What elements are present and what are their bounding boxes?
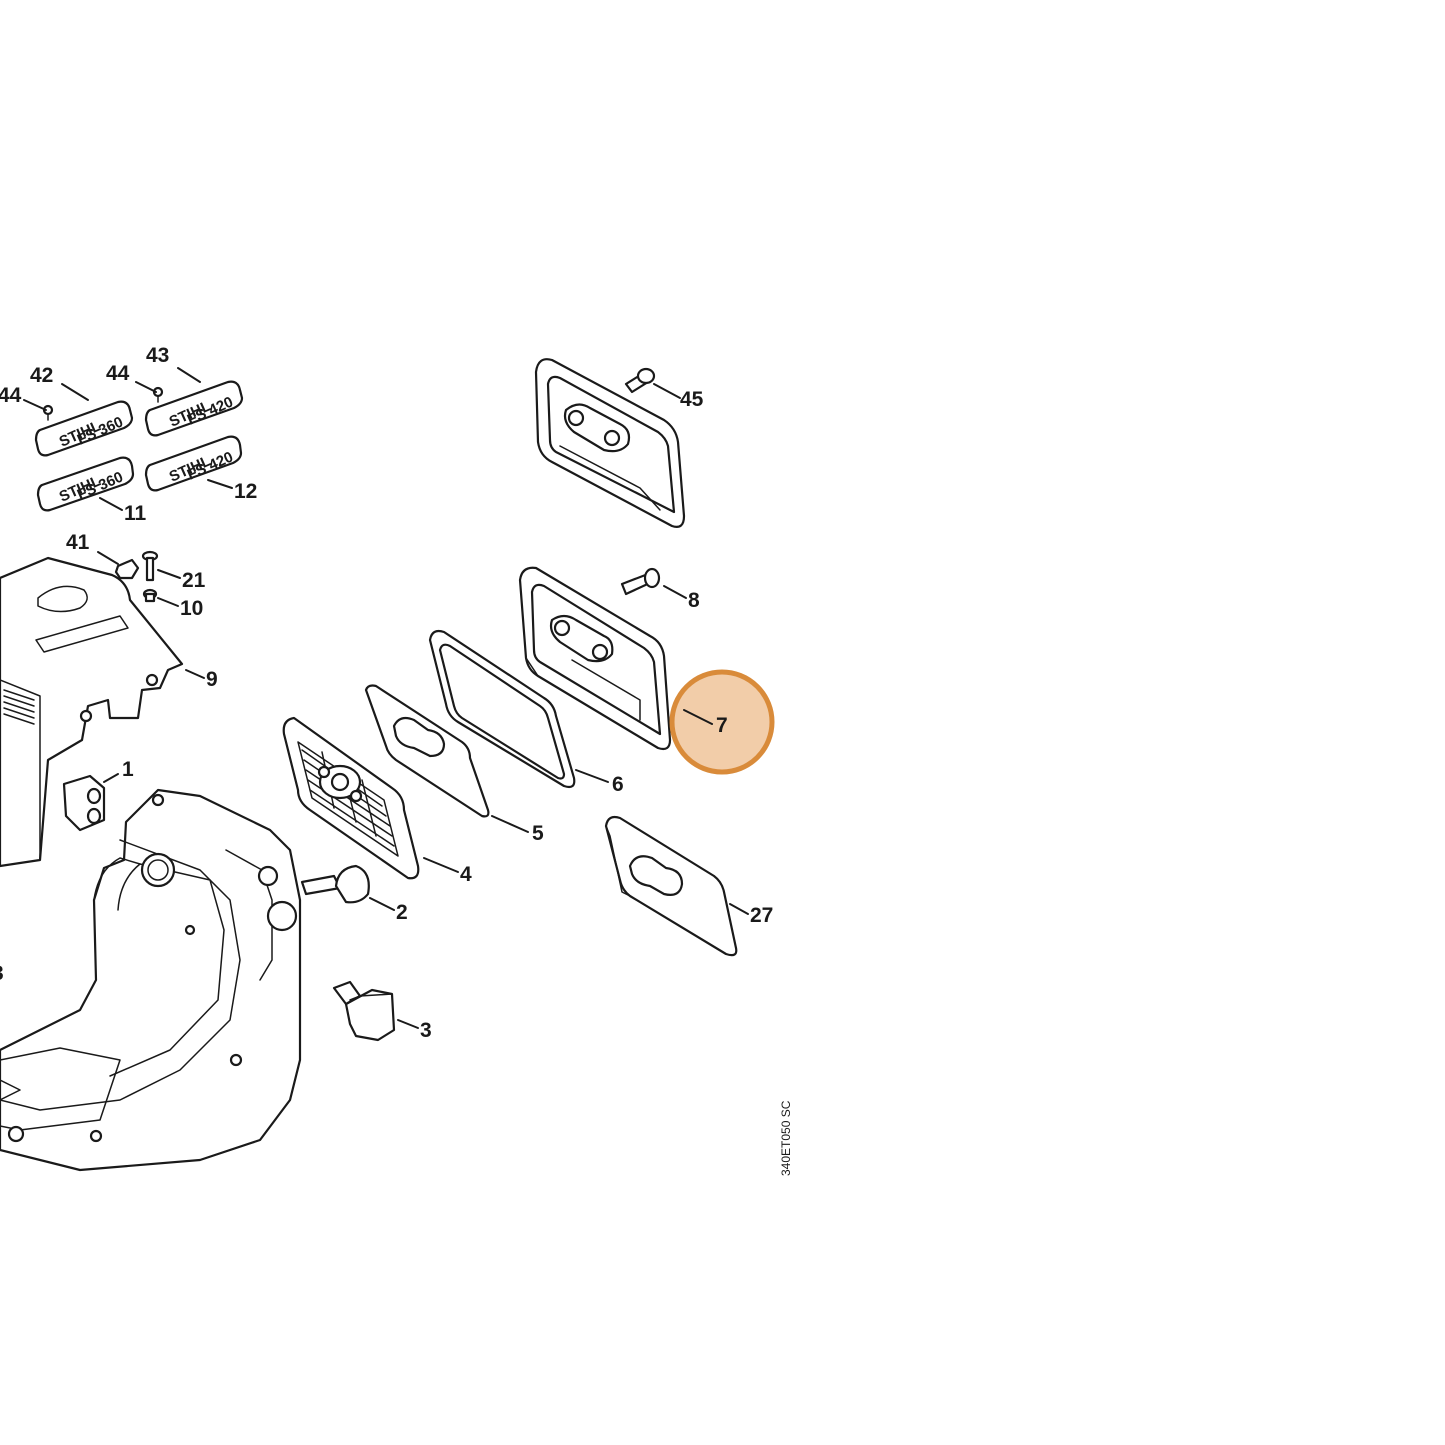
shroud-9[interactable] — [0, 556, 184, 868]
label-10[interactable]: 10 — [180, 597, 203, 620]
top-cover-45[interactable] — [534, 358, 686, 528]
label-27[interactable]: 27 — [750, 904, 773, 927]
screw-21[interactable] — [141, 550, 159, 582]
label-5[interactable]: 5 — [532, 822, 544, 845]
clip-41[interactable] — [114, 558, 140, 580]
screw-44a[interactable] — [42, 404, 54, 421]
label-43[interactable]: 43 — [146, 344, 169, 367]
nut-10[interactable] — [142, 588, 158, 603]
label-12[interactable]: 12 — [234, 480, 257, 503]
flange-1[interactable] — [62, 774, 106, 832]
label-21[interactable]: 21 — [182, 569, 206, 592]
label-44b[interactable]: 44 — [106, 362, 130, 385]
label-42[interactable]: 42 — [30, 364, 53, 387]
knob-2[interactable] — [300, 864, 370, 904]
screw-45[interactable] — [624, 367, 656, 394]
label-2[interactable]: 2 — [396, 901, 408, 924]
label-3[interactable]: 3 — [420, 1019, 432, 1042]
plate-11[interactable]: STIHL FS 360 — [36, 456, 135, 512]
highlight-marker[interactable] — [669, 669, 775, 775]
part-labels: 44 42 44 43 11 12 41 21 10 9 1 45 8 7 6 … — [0, 344, 773, 1042]
label-6[interactable]: 6 — [612, 773, 624, 796]
label-9[interactable]: 9 — [206, 668, 218, 691]
label-4[interactable]: 4 — [460, 863, 472, 886]
label-41[interactable]: 41 — [66, 531, 90, 554]
screw-8[interactable] — [620, 567, 661, 596]
filter-cover-7[interactable] — [518, 566, 672, 751]
switch-3[interactable] — [332, 980, 396, 1042]
housing-13[interactable] — [0, 788, 302, 1172]
label-8[interactable]: 8 — [688, 589, 700, 612]
filter-pad-27[interactable] — [604, 815, 738, 957]
label-13[interactable]: 3 — [0, 962, 4, 985]
drawing-reference: 340ET050 SC — [779, 1100, 793, 1176]
plate-42[interactable]: STIHL FS 360 — [34, 400, 134, 457]
plate-5[interactable] — [364, 684, 490, 818]
screw-44b[interactable] — [152, 386, 164, 403]
label-7[interactable]: 7 — [716, 714, 728, 737]
leader-lines — [23, 367, 749, 1029]
gasket-6[interactable] — [428, 629, 576, 789]
plate-12[interactable]: STIHL FS 420 — [144, 435, 243, 492]
filter-base-4[interactable] — [282, 716, 420, 880]
label-44a[interactable]: 44 — [0, 384, 22, 407]
label-1[interactable]: 1 — [122, 758, 134, 781]
label-45[interactable]: 45 — [680, 388, 704, 411]
label-11[interactable]: 11 — [124, 502, 147, 525]
